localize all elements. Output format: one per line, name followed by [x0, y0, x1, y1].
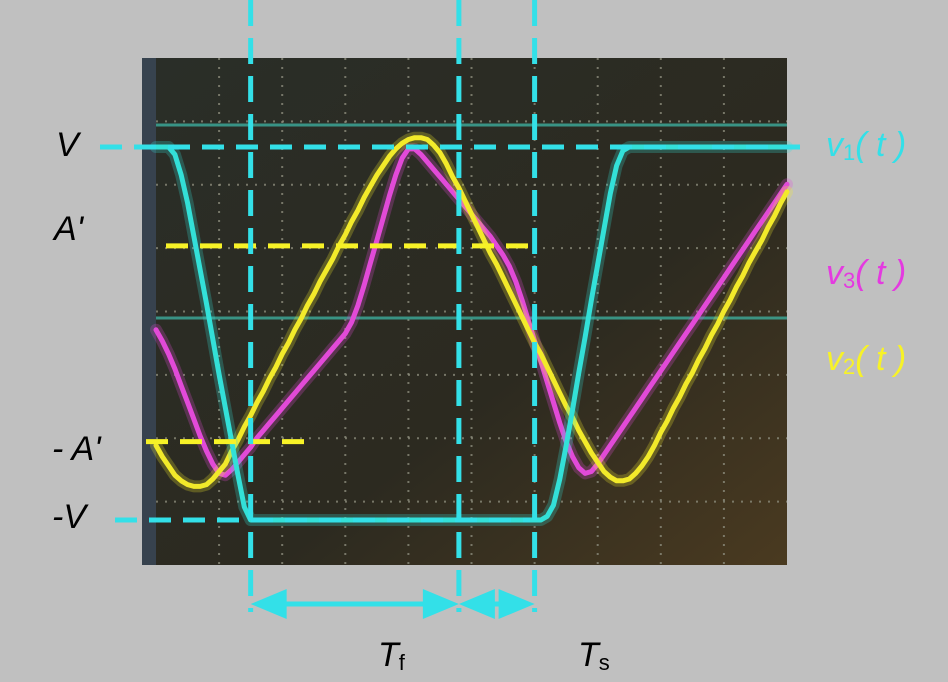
- interval-arrow-Ts-head-right: [498, 589, 535, 619]
- interval-label-Ts: Ts: [578, 638, 610, 674]
- trace-label-v3-sym: v: [826, 254, 843, 292]
- trace-label-v1: v1( t ): [826, 128, 906, 164]
- annotation-guides: [100, 0, 800, 619]
- trace-label-v3-args: ( t ): [855, 254, 907, 292]
- level-label-minus-V: -V: [52, 500, 86, 534]
- trace-label-v2-args: ( t ): [855, 340, 907, 378]
- interval-label-Tf-sub: f: [398, 650, 405, 675]
- trace-label-v3-sub: 3: [843, 268, 856, 293]
- interval-label-Tf-sym: T: [378, 636, 399, 674]
- level-label-A-text: A': [54, 210, 84, 248]
- trace-label-v1-sub: 1: [843, 140, 856, 165]
- series-v2t-line: [153, 135, 790, 489]
- level-label-minus-A: - A': [52, 432, 101, 466]
- trace-label-v1-args: ( t ): [855, 126, 907, 164]
- trace-label-v1-sym: v: [826, 126, 843, 164]
- trace-label-v2-sub: 2: [843, 354, 856, 379]
- graticule: [156, 58, 787, 565]
- trace-label-v2: v2( t ): [826, 342, 906, 378]
- trace-label-v2-sym: v: [826, 340, 843, 378]
- screen-left-edge: [142, 58, 156, 565]
- level-label-minus-A-text: - A': [52, 430, 101, 468]
- level-label-A: A': [54, 212, 83, 246]
- interval-label-Ts-sub: s: [598, 650, 610, 675]
- level-label-minus-V-text: -V: [52, 498, 86, 536]
- interval-label-Tf: Tf: [378, 638, 405, 674]
- trace-label-v3: v3( t ): [826, 256, 906, 292]
- interval-arrow-Tf-head-left: [250, 589, 287, 619]
- interval-arrow-Tf-head-right: [422, 589, 459, 619]
- interval-label-Ts-sym: T: [578, 636, 599, 674]
- level-label-V: V: [56, 128, 79, 162]
- level-label-V-text: V: [56, 126, 79, 164]
- interval-arrow-Ts-head-left: [458, 589, 495, 619]
